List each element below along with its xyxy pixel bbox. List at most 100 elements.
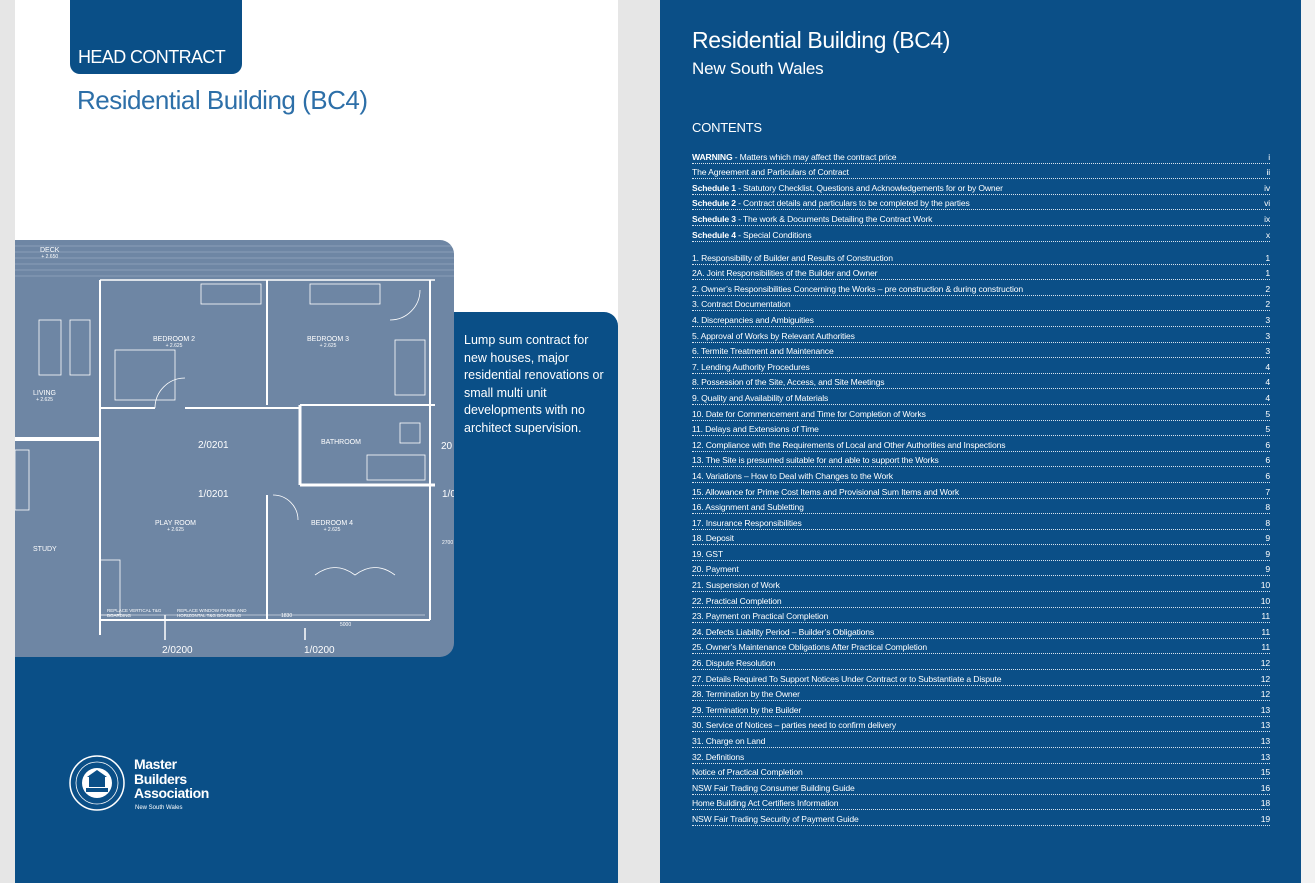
toc-row-text: - Statutory Checklist, Questions and Ack…: [735, 182, 1003, 193]
toc-row-label: 15. Allowance for Prime Cost Items and P…: [692, 486, 959, 497]
toc-row-label: 16. Assignment and Subletting: [692, 502, 804, 513]
toc-row-label: 23. Payment on Practical Completion: [692, 611, 829, 622]
toc-row[interactable]: Schedule 3 - The work & Documents Detail…: [692, 210, 1270, 226]
toc-row-page: 3: [1265, 346, 1270, 357]
room-label-bedroom-2: BEDROOM 2+ 2.625: [153, 336, 196, 349]
toc-row[interactable]: 12. Compliance with the Requirements of …: [692, 436, 1270, 452]
toc-row-label: 28. Termination by the Owner: [692, 689, 800, 700]
toc-row-text: - Contract details and particulars to be…: [735, 198, 970, 209]
toc-row-page: 1: [1265, 252, 1270, 263]
toc-row[interactable]: 27. Details Required To Support Notices …: [692, 670, 1270, 686]
toc-row-bold: Schedule 3: [692, 213, 736, 224]
toc-row[interactable]: The Agreement and Particulars of Contrac…: [692, 164, 1270, 180]
toc-row[interactable]: Schedule 1 - Statutory Checklist, Questi…: [692, 179, 1270, 195]
toc-row[interactable]: Home Building Act Certifiers Information…: [692, 795, 1270, 811]
toc-row[interactable]: 30. Service of Notices – parties need to…: [692, 717, 1270, 733]
toc-row-label: 2. Owner’s Responsibilities Concerning t…: [692, 283, 1024, 294]
toc-row[interactable]: NSW Fair Trading Consumer Building Guide…: [692, 779, 1270, 795]
toc-row-label: Schedule 4 - Special Conditions: [692, 230, 812, 240]
toc-row[interactable]: 17. Insurance Responsibilities 8: [692, 514, 1270, 530]
toc-row[interactable]: NSW Fair Trading Security of Payment Gui…: [692, 810, 1270, 826]
toc-row[interactable]: 2. Owner’s Responsibilities Concerning t…: [692, 280, 1270, 296]
toc-row[interactable]: 8. Possession of the Site, Access, and S…: [692, 374, 1270, 390]
room-label-study: STUDY: [33, 546, 57, 553]
toc-row[interactable]: 15. Allowance for Prime Cost Items and P…: [692, 483, 1270, 499]
toc-row-page: x: [1265, 229, 1270, 240]
toc-row-page: 6: [1265, 455, 1270, 466]
toc-row-page: 6: [1265, 470, 1270, 481]
toc-row-label: Schedule 1 - Statutory Checklist, Questi…: [692, 183, 1003, 193]
toc-row[interactable]: WARNING - Matters which may affect the c…: [692, 148, 1270, 164]
toc-row-page: 1: [1265, 268, 1270, 279]
vertical-scrollbar[interactable]: [1301, 0, 1315, 883]
toc-row-bold: Schedule 4: [692, 229, 736, 240]
toc-row[interactable]: 14. Variations – How to Deal with Change…: [692, 467, 1270, 483]
plan-ref-1-0200: 1/0200: [304, 645, 335, 656]
toc-row[interactable]: 6. Termite Treatment and Maintenance 3: [692, 343, 1270, 359]
toc-row[interactable]: 1. Responsibility of Builder and Results…: [692, 249, 1270, 265]
toc-row-label: 30. Service of Notices – parties need to…: [692, 720, 897, 731]
cover-blurb: Lump sum contract for new houses, major …: [464, 333, 604, 435]
toc-row-page: 8: [1265, 517, 1270, 528]
toc-row-label: 3. Contract Documentation: [692, 299, 791, 310]
toc-row[interactable]: 13. The Site is presumed suitable for an…: [692, 452, 1270, 468]
plan-dim-1: 1830: [281, 613, 293, 619]
toc-row-label: 32. Definitions: [692, 751, 745, 762]
logo-wordmark: Master Builders Association: [134, 756, 209, 801]
toc-row-label: 17. Insurance Responsibilities: [692, 517, 802, 528]
toc-row[interactable]: 2A. Joint Responsibilities of the Builde…: [692, 265, 1270, 281]
contents-page-subtitle: New South Wales: [692, 59, 824, 78]
toc-row[interactable]: 10. Date for Commencement and Time for C…: [692, 405, 1270, 421]
toc-row-label: 22. Practical Completion: [692, 595, 782, 606]
logo-subtitle: New South Wales: [135, 805, 183, 811]
toc-row-label: 13. The Site is presumed suitable for an…: [692, 455, 939, 466]
toc-row[interactable]: 9. Quality and Availability of Materials…: [692, 389, 1270, 405]
toc-row[interactable]: Schedule 4 - Special Conditions x: [692, 226, 1270, 242]
toc-row-label: NSW Fair Trading Security of Payment Gui…: [692, 813, 859, 824]
toc-row-bold: Schedule 2: [692, 198, 736, 209]
toc-row[interactable]: 3. Contract Documentation 2: [692, 296, 1270, 312]
toc-row-page: 2: [1265, 299, 1270, 310]
cover-page: HEAD CONTRACT Residential Building (BC4): [15, 0, 618, 883]
toc-row-page: 19: [1260, 813, 1270, 824]
toc-row[interactable]: 5. Approval of Works by Relevant Authori…: [692, 327, 1270, 343]
toc-row-label: 8. Possession of the Site, Access, and S…: [692, 377, 885, 388]
toc-row-page: 18: [1260, 798, 1270, 809]
contents-heading: CONTENTS: [692, 120, 762, 135]
toc-row-page: 6: [1265, 439, 1270, 450]
toc-row-page: ii: [1266, 167, 1270, 178]
toc-row-label: 9. Quality and Availability of Materials: [692, 392, 829, 403]
cover-title: Residential Building (BC4): [77, 85, 368, 115]
toc-row-label: 6. Termite Treatment and Maintenance: [692, 346, 834, 357]
toc-row[interactable]: 23. Payment on Practical Completion 11: [692, 608, 1270, 624]
toc-row-page: 12: [1260, 673, 1270, 684]
toc-row-page: 15: [1260, 767, 1270, 778]
room-label-bedroom-4: BEDROOM 4+ 2.625: [311, 520, 354, 533]
toc-row-page: 4: [1265, 361, 1270, 372]
toc-row-page: 11: [1261, 642, 1270, 653]
toc-row-label: 7. Lending Authority Procedures: [692, 361, 810, 372]
toc-row[interactable]: 25. Owner’s Maintenance Obligations Afte…: [692, 639, 1270, 655]
room-label-bedroom-3: BEDROOM 3+ 2.625: [307, 336, 350, 349]
toc-row[interactable]: Schedule 2 - Contract details and partic…: [692, 195, 1270, 211]
toc-row-label: The Agreement and Particulars of Contrac…: [692, 167, 849, 177]
toc-row[interactable]: 7. Lending Authority Procedures 4: [692, 358, 1270, 374]
toc-row-page: 11: [1261, 611, 1270, 622]
toc-row-page: 4: [1265, 377, 1270, 388]
toc-row-page: 5: [1265, 408, 1270, 419]
toc-row[interactable]: 24. Defects Liability Period – Builder’s…: [692, 623, 1270, 639]
